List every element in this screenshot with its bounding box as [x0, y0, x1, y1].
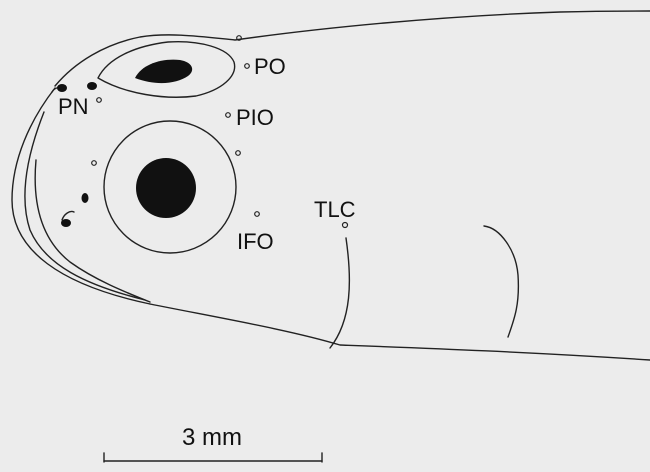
scale-bar: 3 mm [104, 424, 322, 462]
pore [236, 151, 241, 156]
label-pn: PN [58, 94, 89, 119]
label-tlc: TLC [314, 197, 356, 222]
ventral-contour [150, 304, 650, 360]
snout-mark-2 [87, 82, 97, 90]
pore [255, 212, 260, 217]
pore [226, 113, 231, 118]
cheek-mark-1 [82, 193, 89, 203]
cheek-mark-tick [62, 211, 74, 220]
pore [245, 64, 250, 69]
snout-outline [12, 88, 150, 304]
nostril [135, 60, 192, 83]
preopercle-line [330, 238, 349, 348]
label-po: PO [254, 54, 286, 79]
label-ifo: IFO [237, 229, 274, 254]
pore [92, 161, 97, 166]
opercle-line [484, 226, 518, 337]
label-pio: PIO [236, 105, 274, 130]
pupil [136, 158, 196, 218]
jaw-line-lower [35, 160, 150, 302]
pore [343, 223, 348, 228]
pore [97, 98, 102, 103]
snout-mark-1 [57, 84, 67, 92]
scale-bar-label: 3 mm [182, 424, 242, 451]
